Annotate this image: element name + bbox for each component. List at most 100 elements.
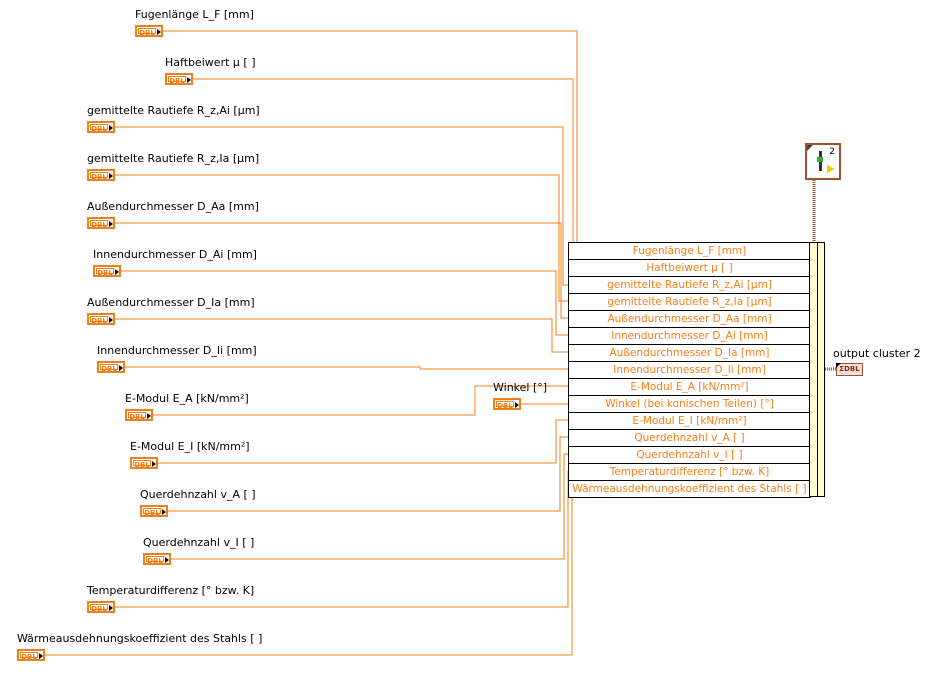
dbl-wire[interactable] [115,471,569,608]
dbl-wire[interactable] [115,126,568,286]
control-label: Haftbeiwert µ [ ] [165,56,256,69]
dbl-control-terminal[interactable]: DBL [140,505,168,517]
dbl-type-label: DBL [96,268,114,277]
control-label: E-Modul E_A [kN/mm²] [125,392,249,405]
dbl-type-label: DBL [20,652,38,661]
dbl-wire[interactable] [168,436,568,512]
dbl-control-terminal[interactable]: DBL [87,601,115,613]
bundle-element[interactable]: Außendurchmesser D_Aa [mm] [569,311,810,328]
bundle-element[interactable]: Temperaturdifferenz [° bzw. K] [569,464,810,481]
dbl-wire[interactable] [45,497,573,656]
bundle-element[interactable]: Winkel (bei konischen Teilen) [°] [569,396,810,413]
output-arrow-icon [109,605,113,611]
control-label: Außendurchmesser D_Aa [mm] [87,200,259,213]
bundle-element[interactable]: Außendurchmesser D_Ia [mm] [569,345,810,362]
dbl-control-terminal[interactable]: DBL [125,409,153,421]
slider-thumb-icon [817,157,823,162]
dbl-control-terminal[interactable]: DBL [165,73,193,85]
corner-icon [807,145,813,151]
output-arrow-icon [109,173,113,179]
control-label: Innendurchmesser D_Ii [mm] [97,344,257,357]
output-arrow-icon [39,653,43,659]
output-arrow-icon [109,125,113,131]
control-label: Fugenlänge L_F [mm] [135,8,254,21]
output-arrow-icon [165,557,169,563]
bundle-element[interactable]: Innendurchmesser D_Ai [mm] [569,328,810,345]
dbl-type-label: DBL [100,364,118,373]
bundle-element[interactable]: Innendurchmesser D_Ii [mm] [569,362,810,379]
dbl-wire[interactable] [158,419,568,464]
bundle-element[interactable]: E-Modul E_A [kN/mm²] [569,379,810,396]
dbl-control-terminal[interactable]: DBL [97,361,125,373]
output-arrow-icon [109,221,113,227]
dbl-type-label: DBL [143,508,161,517]
dbl-control-terminal[interactable]: DBL [87,217,115,229]
indicator-label: output cluster 2 [833,347,921,360]
dbl-type-label: DBL [90,124,108,133]
control-label: Außendurchmesser D_Ia [mm] [87,296,255,309]
output-arrow-icon [147,413,151,419]
bundle-element[interactable]: gemittelte Rautiefe R_z,Ia [µm] [569,294,810,311]
dbl-type-label: DBL [146,556,164,565]
control-label: Wärmeausdehnungskoeffizient des Stahls [… [17,632,263,645]
bundle-element[interactable]: gemittelte Rautiefe R_z,Ai [µm] [569,277,810,294]
dbl-wire[interactable] [121,270,568,336]
control-label: E-Modul E_I [kN/mm²] [130,440,250,453]
dbl-wire[interactable] [115,318,568,353]
bundle-element[interactable]: Wärmeausdehnungskoeffizient des Stahls [… [572,483,807,495]
dbl-type-label: DBL [90,316,108,325]
output-arrow-icon [157,29,161,35]
dbl-wire[interactable] [115,174,568,302]
bundle-input-terminal[interactable] [809,242,825,497]
output-arrow-icon [515,402,519,408]
dbl-wire[interactable] [125,366,568,370]
control-label: Winkel [°] [493,381,548,394]
constant-value: 2 [829,147,835,157]
dbl-control-terminal[interactable]: DBL [93,265,121,277]
output-arrow-icon [187,77,191,83]
dbl-wire[interactable] [171,453,568,560]
bundle-element[interactable]: Fugenlänge L_F [mm] [569,243,810,260]
dbl-control-terminal[interactable]: DBL [135,25,163,37]
output-arrow-icon [109,317,113,323]
bundle-element[interactable]: E-Modul E_I [kN/mm²] [569,413,810,430]
dbl-type-label: DBL [90,220,108,229]
control-label: gemittelte Rautiefe R_z,Ai [µm] [87,104,260,117]
control-label: Querdehnzahl v_I [ ] [143,536,255,549]
corner-icon [836,363,841,368]
dbl-type-label: DBL [90,604,108,613]
dbl-wire[interactable] [193,78,574,243]
cluster-constant[interactable]: 2 [805,143,841,180]
control-label: gemittelte Rautiefe R_z,Ia [µm] [87,152,260,165]
dbl-control-terminal[interactable]: DBL [17,649,45,661]
dbl-wire[interactable] [163,30,578,243]
bundle-element[interactable]: Haftbeiwert µ [ ] [569,260,810,277]
dbl-control-terminal[interactable]: DBL [87,121,115,133]
dbl-control-terminal[interactable]: DBL [87,313,115,325]
bundle-element[interactable]: Querdehnzahl v_I [ ] [569,447,810,464]
dbl-type-label: DBL [90,172,108,181]
dbl-type-label: DBL [128,412,146,421]
dbl-type-label: DBL [168,76,186,85]
indicator-type: ΣDBL [839,365,860,373]
dbl-control-terminal[interactable]: DBL [493,398,521,410]
bundle-element[interactable]: Querdehnzahl v_A [ ] [569,430,810,447]
output-cluster-indicator[interactable]: ΣDBL [836,363,863,376]
dbl-wire[interactable] [115,222,568,319]
control-label: Temperaturdifferenz [° bzw. K] [87,584,255,597]
dbl-type-label: DBL [496,401,514,410]
dbl-control-terminal[interactable]: DBL [87,169,115,181]
control-label: Innendurchmesser D_Ai [mm] [93,248,257,261]
control-label: Querdehnzahl v_A [ ] [140,488,256,501]
dbl-control-terminal[interactable]: DBL [130,457,158,469]
dbl-control-terminal[interactable]: DBL [143,553,171,565]
dbl-wire[interactable] [153,385,568,416]
output-arrow-icon [115,269,119,275]
output-arrow-icon [119,365,123,371]
output-arrow-icon [162,509,166,515]
bundle-by-name-node[interactable]: Fugenlänge L_F [mm]Haftbeiwert µ [ ]gemi… [568,242,811,498]
dbl-type-label: DBL [133,460,151,469]
output-arrow-icon [152,461,156,467]
